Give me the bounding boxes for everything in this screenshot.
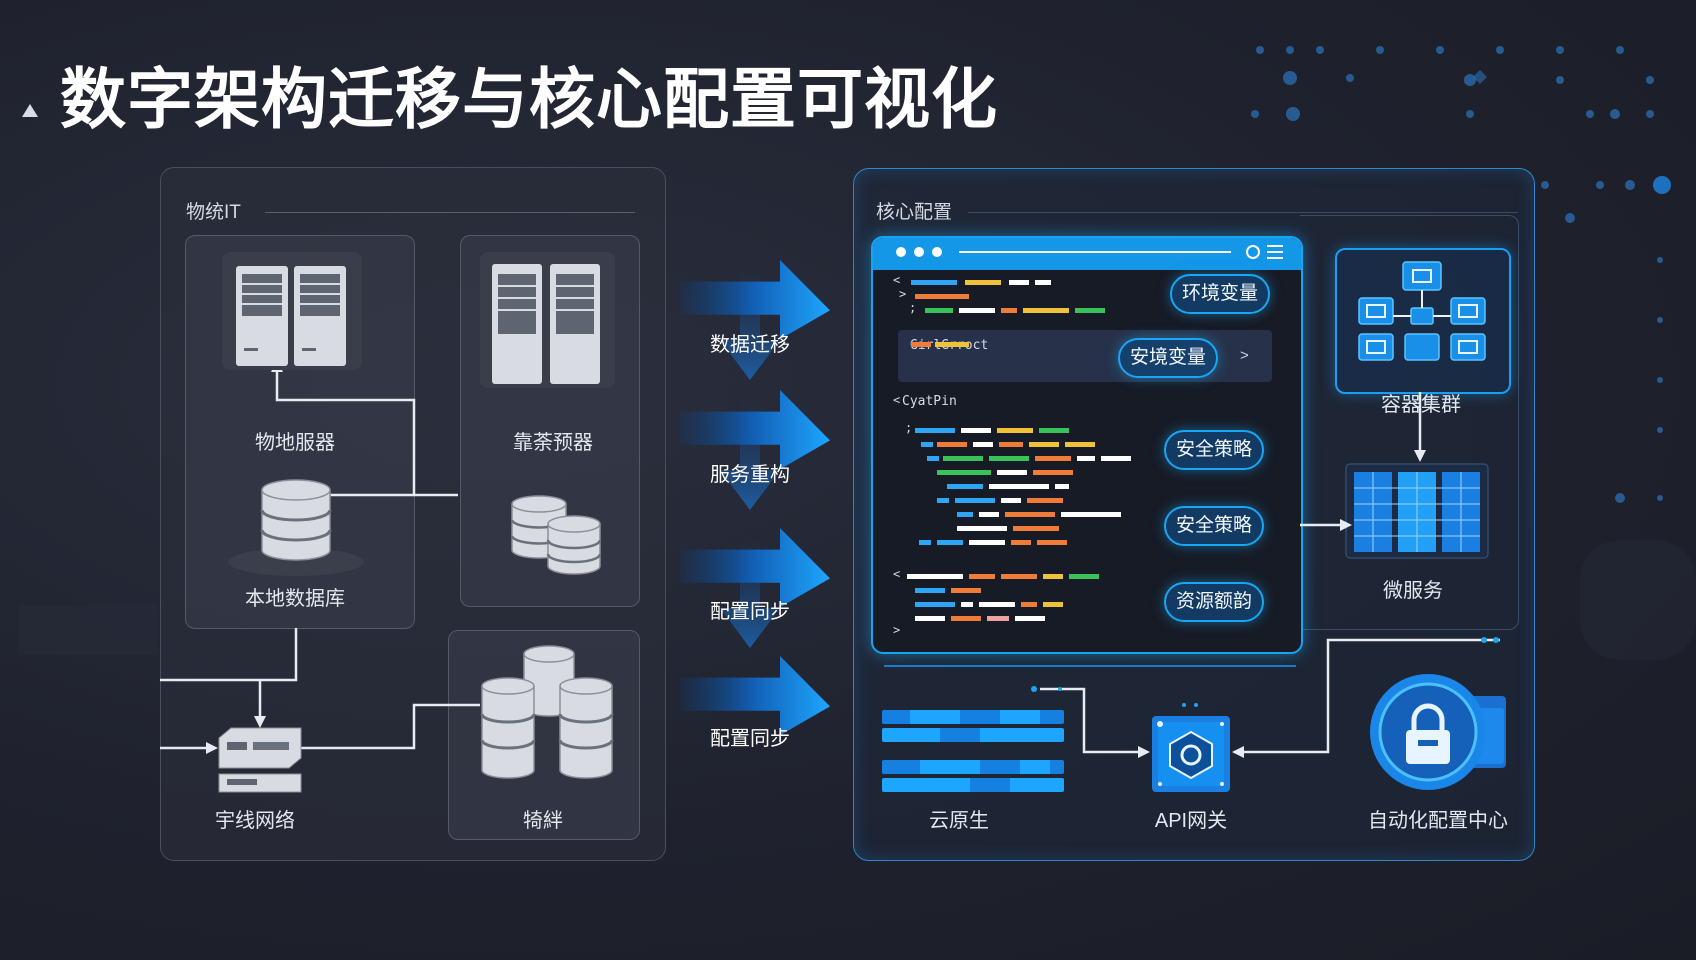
storage-cluster-icon bbox=[480, 645, 614, 779]
server-b-label: 靠荼预器 bbox=[513, 432, 593, 454]
code-lines: <>; <; <> bbox=[893, 273, 1131, 637]
server-a-label: 物地服器 bbox=[255, 432, 335, 454]
core-config-panel-title: 核心配置 bbox=[876, 202, 953, 223]
svg-text:;: ; bbox=[909, 301, 916, 315]
config-pill-security-policy-b[interactable]: 安全策略 bbox=[1164, 506, 1264, 546]
container-cluster-icon bbox=[1358, 261, 1486, 361]
config-pill-env-vars[interactable]: 环境变量 bbox=[1170, 274, 1270, 314]
title-triangle-icon bbox=[22, 104, 38, 117]
arrow-label-3: 配置同步 bbox=[710, 601, 790, 623]
server-rack-icon-b bbox=[480, 252, 615, 388]
arrow-label-2: 服务重构 bbox=[710, 464, 790, 486]
server-rack-icon-a bbox=[222, 252, 362, 370]
storage-label: 犄絆 bbox=[523, 810, 563, 832]
arrow-label-1: 数据迁移 bbox=[710, 334, 790, 356]
config-pill-resource-quota[interactable]: 资源额韵 bbox=[1164, 582, 1264, 622]
core-panel-title-rule bbox=[968, 212, 1518, 213]
database-label: 本地数据库 bbox=[245, 588, 345, 610]
migration-arrows bbox=[680, 260, 830, 736]
microservices-label: 微服务 bbox=[1383, 580, 1443, 602]
core-inner-frame bbox=[1300, 215, 1519, 630]
auto-config-center-icon bbox=[1370, 674, 1506, 790]
api-gateway-label: API网关 bbox=[1154, 810, 1228, 832]
left-connector-lines bbox=[160, 360, 480, 754]
database-icon bbox=[228, 479, 364, 576]
cloud-native-label: 云原生 bbox=[929, 810, 989, 832]
arrow-label-4: 配置同步 bbox=[710, 728, 790, 750]
svg-text:>: > bbox=[899, 287, 906, 301]
api-gateway-icon bbox=[1152, 716, 1230, 792]
microservices-icon bbox=[1345, 463, 1489, 559]
page-title: 数字架构迁移与核心配置可视化 bbox=[60, 61, 998, 138]
svg-text:<: < bbox=[893, 567, 900, 581]
network-switch-icon bbox=[218, 727, 302, 793]
config-pill-env-vars-selected[interactable]: 安境变量 bbox=[1118, 338, 1218, 378]
auto-config-center-label: 自动化配置中心 bbox=[1368, 810, 1508, 832]
panel-title-rule bbox=[265, 212, 635, 213]
network-label: 宇线网络 bbox=[215, 810, 295, 832]
code-window-chrome bbox=[896, 245, 1283, 259]
legacy-it-panel-title: 物统IT bbox=[186, 202, 241, 223]
code-section-label: CyatPin bbox=[902, 394, 957, 409]
svg-text:>: > bbox=[893, 623, 900, 637]
cloud-native-icon bbox=[882, 710, 1064, 792]
svg-text:;: ; bbox=[905, 421, 912, 435]
database-stack-icon bbox=[510, 495, 602, 575]
svg-text:<: < bbox=[893, 393, 900, 407]
code-window-titlebar bbox=[873, 238, 1301, 270]
highlight-chevron-icon[interactable]: > bbox=[1240, 347, 1249, 364]
config-pill-security-policy-a[interactable]: 安全策略 bbox=[1164, 430, 1264, 470]
svg-text:<: < bbox=[893, 273, 900, 287]
